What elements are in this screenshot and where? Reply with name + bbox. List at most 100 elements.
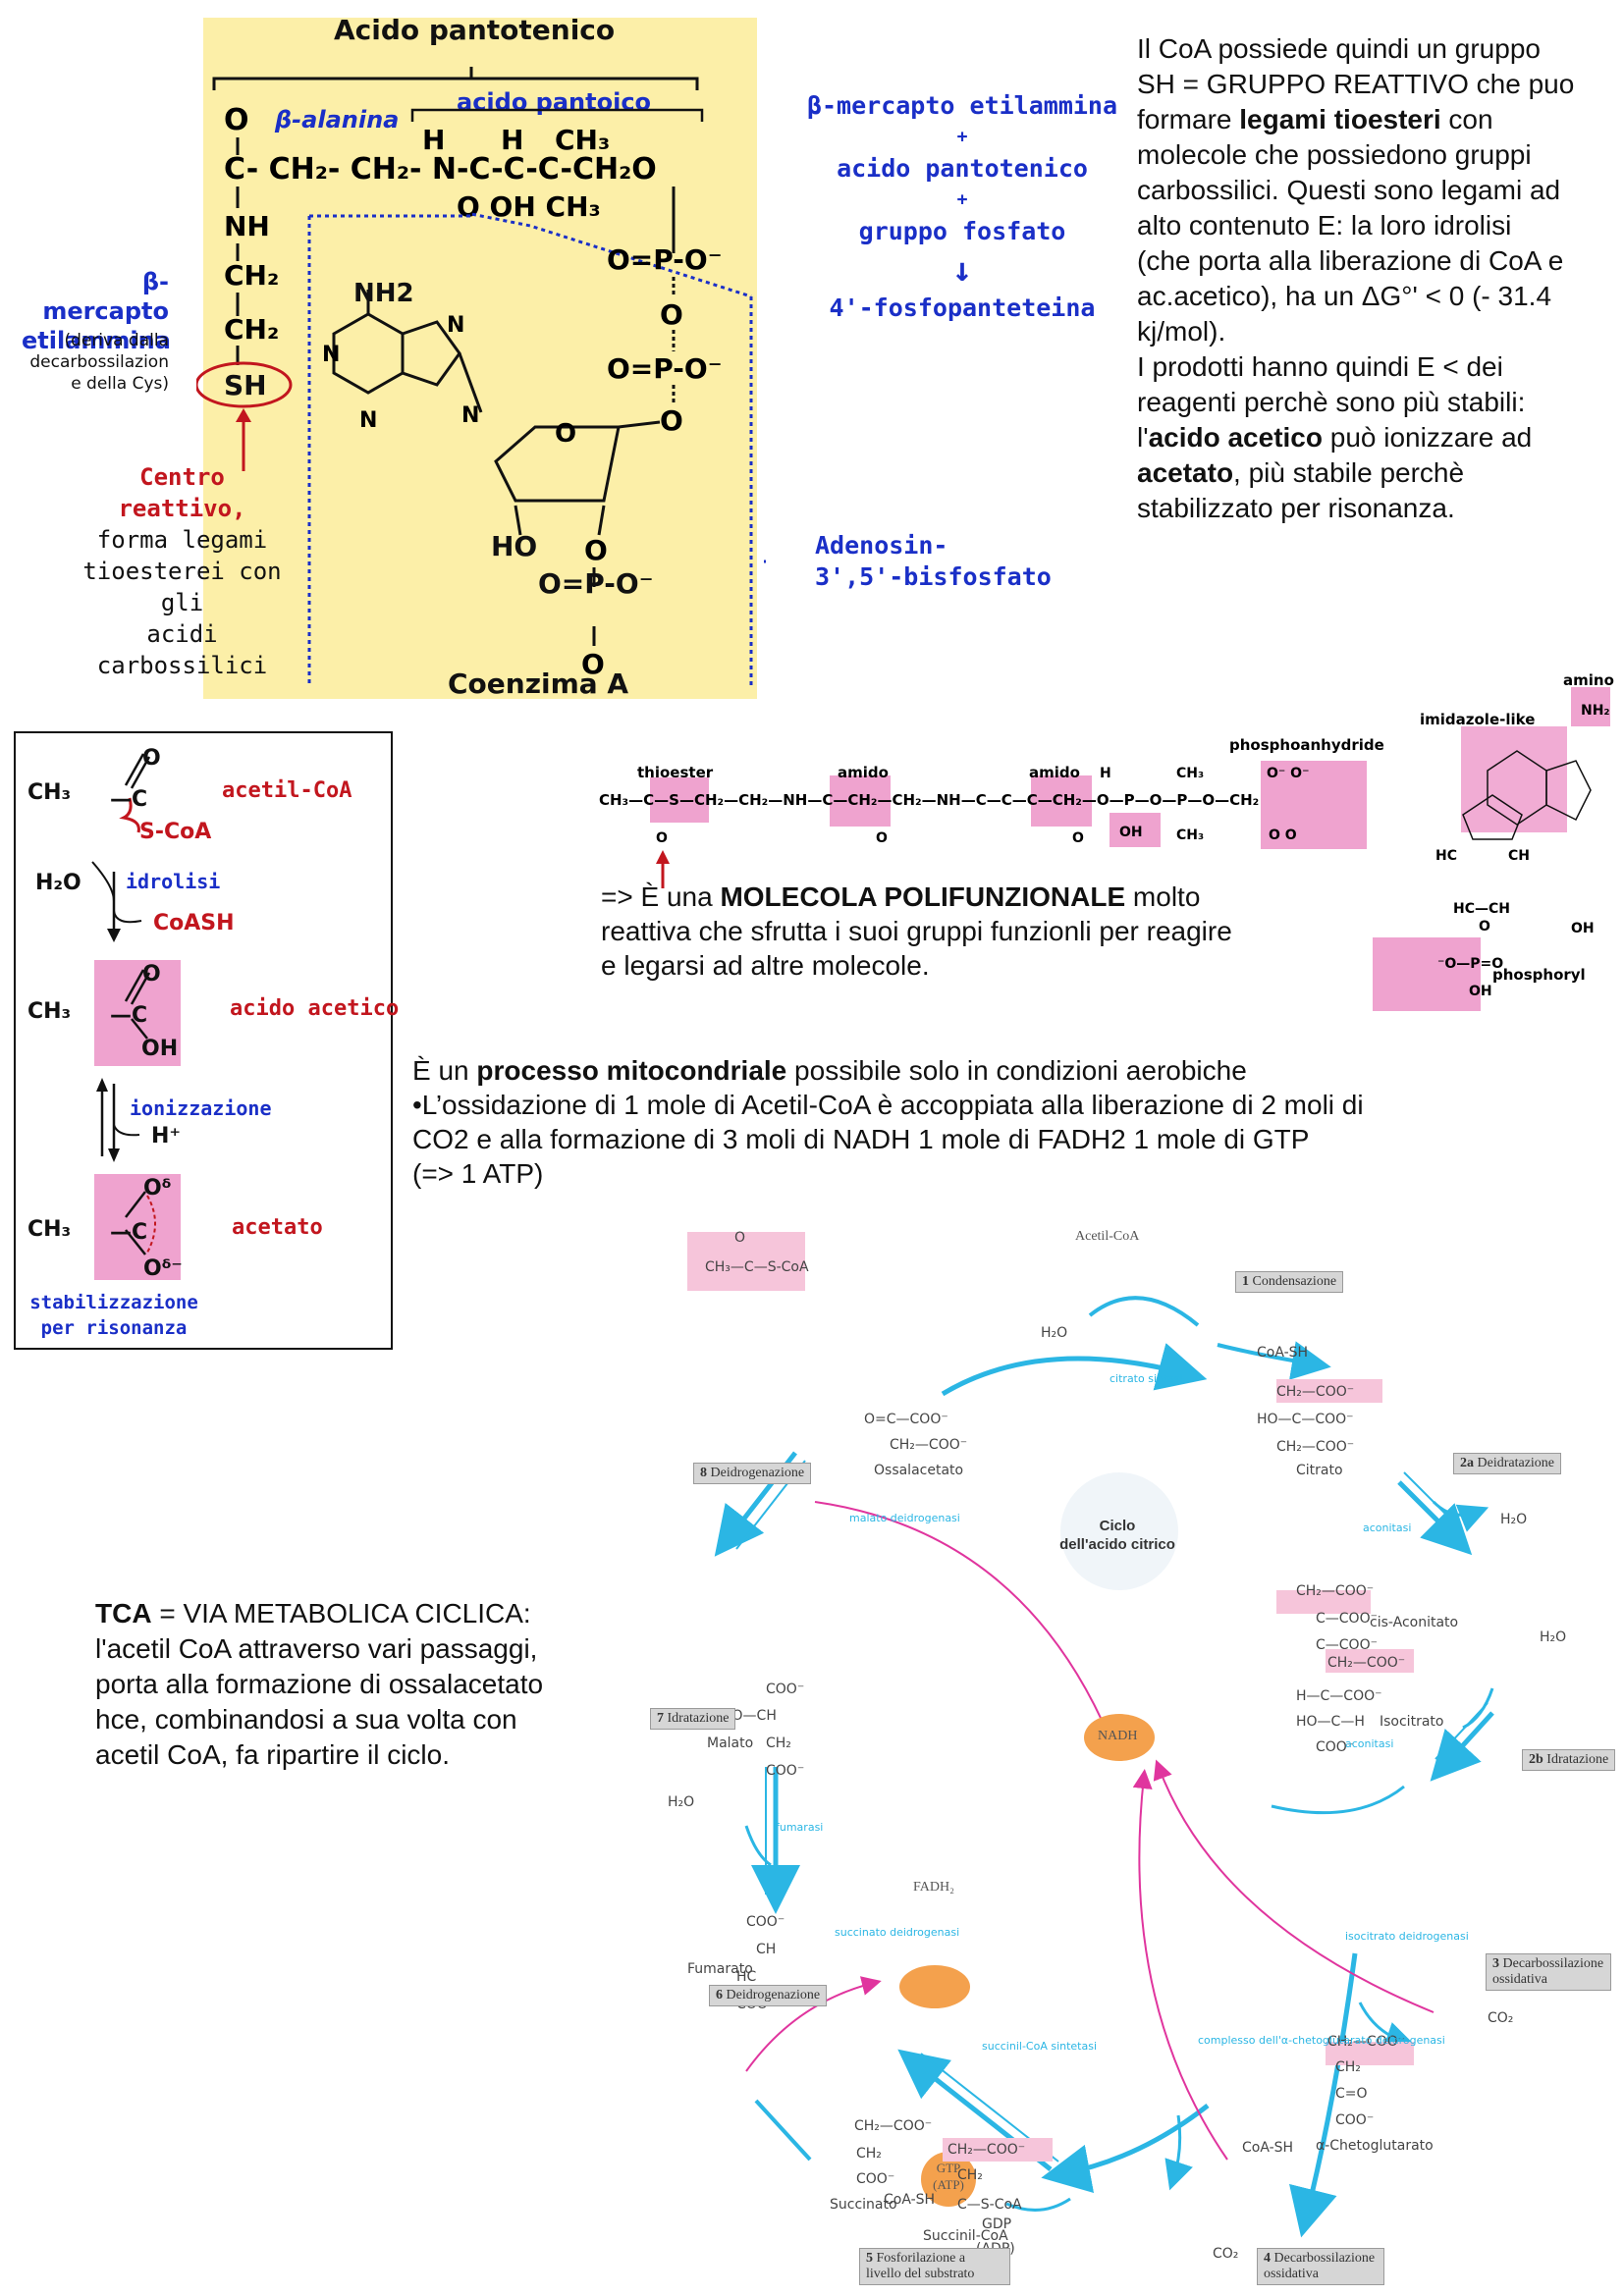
svg-text:CH₂—COO⁻: CH₂—COO⁻ (1296, 1583, 1374, 1599)
coa-structure-svg: O C- CH₂- CH₂- N-C-C-C-CH₂O H H CH₃ O OH… (196, 67, 766, 687)
mercapto-label: β-mercapto etilammina (22, 268, 171, 354)
svg-text:COO⁻: COO⁻ (1316, 1739, 1354, 1755)
o-delta-2: Oᵟ⁻ (143, 1256, 183, 1281)
o-delta-1: Oᵟ (143, 1176, 172, 1201)
svg-text:CoA-SH: CoA-SH (884, 2192, 935, 2208)
nadh-label: NADH (1098, 1729, 1138, 1743)
svg-text:CoA-SH: CoA-SH (1242, 2140, 1293, 2156)
gtp-label: GTP(ATP) (933, 2161, 964, 2192)
svg-text:CH₂—COO⁻: CH₂—COO⁻ (1327, 2034, 1405, 2050)
svg-text:CO₂: CO₂ (1488, 2010, 1513, 2026)
label-amido-1: amido (838, 764, 889, 781)
svg-text:OH: OH (1571, 921, 1595, 936)
oh-group: OH (141, 1037, 179, 1061)
coenzyme-a-panel (203, 18, 757, 699)
h2o-label: H₂O (35, 871, 81, 895)
svg-text:CH₂—COO⁻: CH₂—COO⁻ (854, 2118, 932, 2134)
step-7-idratazione: 7 Idratazione (650, 1708, 736, 1730)
ch3-acid: CH₃ (27, 999, 72, 1024)
h-plus-label: H⁺ (151, 1124, 182, 1148)
svg-text:CH₂: CH₂ (766, 1735, 791, 1751)
step-2a-deidratazione: 2a Deidratazione (1453, 1453, 1562, 1474)
svg-text:complesso dell'α-chetoglutarat: complesso dell'α-chetoglutarato deidroge… (1198, 2034, 1445, 2047)
svg-text:C=O: C=O (1335, 2086, 1368, 2102)
acido-pantoico-label: acido pantoico (457, 88, 652, 116)
label-amido-2: amido (1029, 764, 1080, 781)
sh-group: SH (224, 369, 267, 401)
svg-text:O O: O O (1269, 828, 1297, 843)
svg-text:O OH CH₃: O OH CH₃ (457, 190, 601, 223)
svg-text:CH₃—C—S-CoA: CH₃—C—S-CoA (705, 1259, 809, 1275)
svg-text:succinil-CoA sintetasi: succinil-CoA sintetasi (982, 2040, 1097, 2053)
svg-text:O: O (734, 1230, 745, 1246)
svg-text:Succinato: Succinato (830, 2197, 897, 2213)
svg-text:CH₃: CH₃ (555, 124, 610, 156)
svg-text:HC: HC (1435, 848, 1457, 864)
svg-text:malato deidrogenasi: malato deidrogenasi (849, 1512, 960, 1524)
svg-text:Ossalacetato: Ossalacetato (874, 1463, 963, 1478)
svg-text:O=C—COO⁻: O=C—COO⁻ (864, 1412, 948, 1427)
o-acid: O (142, 962, 161, 987)
ch3-acetylcoa: CH₃ (27, 780, 72, 805)
svg-text:H: H (1100, 766, 1111, 781)
svg-text:aconitasi: aconitasi (1345, 1737, 1393, 1750)
svg-text:O=P-O⁻: O=P-O⁻ (607, 352, 723, 385)
svg-text:Fumarato: Fumarato (687, 1961, 753, 1977)
svg-text:cis-Aconitato: cis-Aconitato (1370, 1615, 1458, 1630)
svg-text:Malato: Malato (707, 1735, 753, 1751)
fadh2-label: FADH₂ (913, 1880, 954, 1895)
c-acid: —C (110, 1003, 148, 1028)
polyfunctional-text: => È una MOLECOLA POLIFUNZIONALE molto r… (601, 881, 1232, 981)
svg-text:CH₂—COO⁻: CH₂—COO⁻ (1276, 1439, 1354, 1455)
scoa-group: S-CoA (139, 820, 212, 844)
c-acetate: —C (110, 1220, 148, 1245)
svg-text:CoA-SH: CoA-SH (1257, 1345, 1308, 1361)
svg-text:O: O (555, 419, 576, 449)
svg-text:HO—C—COO⁻: HO—C—COO⁻ (1257, 1412, 1354, 1427)
step-5-fosforilazione: 5 Fosforilazione a livello del substrato (859, 2248, 1010, 2285)
svg-text:H₂O: H₂O (668, 1794, 694, 1810)
svg-text:CH₃: CH₃ (1176, 828, 1204, 843)
svg-text:COO⁻: COO⁻ (766, 1682, 804, 1697)
svg-text:C—COO⁻: C—COO⁻ (1316, 1637, 1378, 1653)
acido-pantotenico-title: Acido pantotenico (334, 14, 616, 46)
svg-text:COO⁻: COO⁻ (856, 2171, 894, 2187)
svg-text:CH₂—COO⁻: CH₂—COO⁻ (1327, 1655, 1405, 1671)
ch3-acetate: CH₃ (27, 1217, 72, 1242)
step-3-decarbossilazione: 3 Decarbossilazione ossidativa (1486, 1953, 1611, 1991)
svg-text:C- CH₂- CH₂- N-C-C-C-CH₂O: C- CH₂- CH₂- N-C-C-C-CH₂O (224, 152, 657, 187)
svg-text:CH₃—C—S—CH₂—CH₂—NH—C—CH₂—CH₂—N: CH₃—C—S—CH₂—CH₂—NH—C—CH₂—CH₂—NH—C—C—C—CH… (599, 791, 1259, 809)
svg-text:succinato deidrogenasi: succinato deidrogenasi (835, 1926, 959, 1939)
svg-text:CO₂: CO₂ (1213, 2246, 1238, 2262)
svg-text:C—S-CoA: C—S-CoA (957, 2197, 1022, 2213)
svg-text:citrato sintasi: citrato sintasi (1110, 1372, 1183, 1385)
svg-text:CH₂—COO⁻: CH₂—COO⁻ (890, 1437, 967, 1453)
step-8-deidrogenazione: 8 Deidrogenazione (693, 1463, 812, 1484)
svg-text:GDP: GDP (982, 2216, 1011, 2232)
idrolisi-label: idrolisi (126, 870, 221, 893)
step-1-condensazione: 1 Condensazione (1235, 1271, 1344, 1293)
acetato-label: acetato (232, 1215, 323, 1240)
svg-text:HC: HC (736, 1969, 757, 1985)
svg-text:HO—C—H: HO—C—H (1296, 1714, 1365, 1730)
tca-description: TCA = VIA METABOLICA CICLICA: l'acetil C… (95, 1598, 544, 1770)
svg-text:H₂O: H₂O (1540, 1629, 1566, 1645)
svg-text:CH₂: CH₂ (1335, 2059, 1361, 2075)
step-6-deidrogenazione: 6 Deidrogenazione (709, 1985, 828, 2006)
svg-text:OH: OH (1469, 984, 1492, 999)
coenzima-a-title: Coenzima A (448, 667, 629, 700)
svg-text:O⁻ O⁻: O⁻ O⁻ (1267, 766, 1309, 781)
label-thioester: thioester (637, 764, 714, 781)
acido-acetico-label: acido acetico (230, 996, 400, 1021)
svg-text:NH₂: NH₂ (1581, 703, 1610, 719)
svg-text:O: O (584, 534, 608, 566)
label-amino: amino (1563, 671, 1614, 689)
svg-text:HC—CH: HC—CH (1453, 901, 1510, 917)
svg-text:O: O (581, 648, 605, 680)
label-phosphoanhydride: phosphoanhydride (1229, 736, 1384, 754)
acetic-acid-box (14, 731, 393, 1350)
ionizzazione-label: ionizzazione (130, 1096, 272, 1120)
acetil-coa-cycle-label: Acetil-CoA (1075, 1229, 1140, 1244)
